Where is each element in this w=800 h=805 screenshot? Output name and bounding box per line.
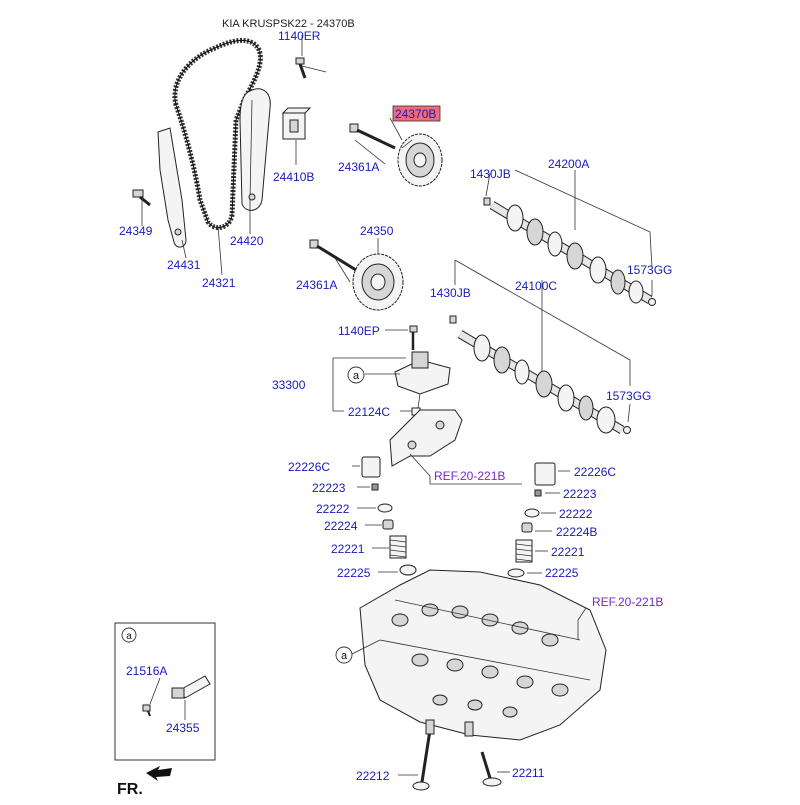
label-24350[interactable]: 24350 bbox=[360, 224, 394, 238]
label-21516A[interactable]: 21516A bbox=[126, 664, 167, 678]
dowel-1430JB-mid[interactable] bbox=[449, 315, 457, 324]
retainer-22222-left[interactable] bbox=[377, 503, 393, 513]
label-22226C-right[interactable]: 22226C bbox=[574, 465, 616, 479]
bolt-24349[interactable] bbox=[132, 189, 151, 207]
label-24200A[interactable]: 24200A bbox=[548, 157, 589, 171]
spring-22221-right[interactable] bbox=[515, 539, 533, 563]
label-24355[interactable]: 24355 bbox=[166, 721, 200, 735]
leader-lines bbox=[141, 35, 653, 776]
chain-tensioner-24410B[interactable] bbox=[281, 107, 312, 140]
label-1573GG-mid[interactable]: 1573GG bbox=[606, 389, 651, 403]
cvvt-sprocket-24370B[interactable] bbox=[397, 133, 443, 187]
ref-label-bottom[interactable]: REF.20-221B bbox=[592, 595, 663, 609]
label-1573GG-top[interactable]: 1573GG bbox=[627, 263, 672, 277]
cvvt-sprocket-24350[interactable] bbox=[352, 253, 404, 311]
bolt-24361A-top[interactable] bbox=[349, 123, 396, 150]
ocv-bracket bbox=[389, 409, 463, 467]
marker-a-inset-text: a bbox=[126, 631, 132, 642]
valve-22211[interactable] bbox=[480, 751, 502, 787]
spring-seat-22225-right[interactable] bbox=[507, 568, 525, 578]
ref-label-top[interactable]: REF.20-221B bbox=[434, 469, 505, 483]
marker-a-inset: a bbox=[121, 627, 137, 643]
label-22224[interactable]: 22224 bbox=[324, 519, 358, 533]
dowel-1430JB-top[interactable] bbox=[483, 197, 491, 206]
label-24100C[interactable]: 24100C bbox=[515, 279, 557, 293]
label-1430JB-top[interactable]: 1430JB bbox=[470, 167, 511, 181]
label-22124C[interactable]: 22124C bbox=[348, 405, 390, 419]
front-label: FR. bbox=[117, 781, 143, 798]
label-22221-left[interactable]: 22221 bbox=[331, 542, 365, 556]
label-22212[interactable]: 22212 bbox=[356, 769, 390, 783]
cylinder-head bbox=[359, 569, 607, 741]
label-22223-left[interactable]: 22223 bbox=[312, 481, 346, 495]
spring-seat-22225-left[interactable] bbox=[399, 564, 417, 576]
retainer-22222-right[interactable] bbox=[524, 508, 540, 518]
camshaft-24200A[interactable] bbox=[489, 201, 656, 306]
timing-chain[interactable] bbox=[172, 38, 263, 231]
spring-22221-left[interactable] bbox=[389, 535, 407, 559]
detail-inset-a bbox=[114, 622, 216, 761]
bolt-24361A-mid[interactable] bbox=[309, 239, 357, 272]
callout-labels: 1140ER 24370B 24361A 24410B 1430JB 24200… bbox=[119, 29, 672, 783]
label-22226C-left[interactable]: 22226C bbox=[288, 460, 330, 474]
seal-22224-left[interactable] bbox=[382, 519, 394, 530]
label-24420[interactable]: 24420 bbox=[230, 234, 264, 248]
label-22223-right[interactable]: 22223 bbox=[563, 487, 597, 501]
chain-guide-24420[interactable] bbox=[239, 88, 271, 211]
label-1430JB-mid[interactable]: 1430JB bbox=[430, 286, 471, 300]
label-24410B[interactable]: 24410B bbox=[273, 170, 314, 184]
marker-a-low-text: a bbox=[341, 650, 348, 662]
label-22211[interactable]: 22211 bbox=[512, 766, 545, 780]
valve-22212[interactable] bbox=[412, 729, 432, 791]
label-33300[interactable]: 33300 bbox=[272, 378, 306, 392]
label-24361A-top[interactable]: 24361A bbox=[338, 160, 379, 174]
label-1140ER[interactable]: 1140ER bbox=[278, 29, 321, 43]
camshaft-24100C[interactable] bbox=[457, 330, 631, 434]
label-24321[interactable]: 24321 bbox=[202, 276, 236, 290]
marker-a-low: a bbox=[335, 646, 353, 664]
tappet-22226C-right[interactable] bbox=[534, 462, 556, 486]
label-22224B[interactable]: 22224B bbox=[556, 525, 597, 539]
marker-a-mid: a bbox=[347, 366, 365, 384]
label-24370B[interactable]: 24370B bbox=[395, 107, 436, 121]
label-22222-right[interactable]: 22222 bbox=[559, 507, 593, 521]
label-24431[interactable]: 24431 bbox=[167, 258, 201, 272]
label-22225-right[interactable]: 22225 bbox=[545, 566, 579, 580]
seal-22224B-right[interactable] bbox=[521, 522, 533, 533]
oil-control-valve-33300[interactable] bbox=[394, 351, 451, 409]
valve-guides bbox=[425, 719, 474, 737]
retainer-lock-22223-right[interactable] bbox=[534, 489, 542, 497]
diagram-title: KIA KRUSPSK22 - 24370B bbox=[222, 18, 355, 30]
bolt-1140ER[interactable] bbox=[295, 57, 307, 79]
highlight-24370B bbox=[392, 105, 441, 122]
label-22221-right[interactable]: 22221 bbox=[551, 545, 585, 559]
bolt-1140EP[interactable] bbox=[409, 325, 418, 350]
marker-a-mid-text: a bbox=[353, 370, 360, 382]
label-24361A-mid[interactable]: 24361A bbox=[296, 278, 337, 292]
label-22225-left[interactable]: 22225 bbox=[337, 566, 371, 580]
front-orientation: FR. bbox=[117, 766, 172, 798]
tensioner-lever-24431[interactable] bbox=[157, 127, 187, 248]
label-22222-left[interactable]: 22222 bbox=[316, 502, 350, 516]
label-1140EP[interactable]: 1140EP bbox=[338, 324, 380, 338]
tappet-22226C-left[interactable] bbox=[361, 456, 381, 478]
label-24349[interactable]: 24349 bbox=[119, 224, 153, 238]
front-arrow-icon bbox=[146, 766, 172, 781]
retainer-lock-22223-left[interactable] bbox=[371, 483, 379, 491]
